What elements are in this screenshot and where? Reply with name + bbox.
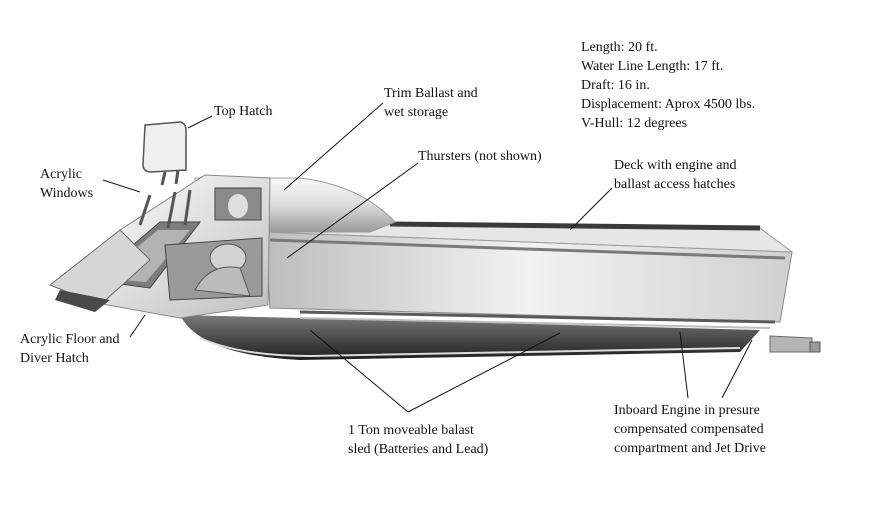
deck-rail	[389, 221, 761, 231]
label-deck-2: ballast access hatches	[614, 177, 736, 192]
keel-stripe	[199, 337, 741, 358]
spec-v-hull: V-Hull: 12 degrees	[581, 116, 688, 131]
spec-draft: Draft: 16 in.	[581, 78, 650, 93]
label-engine-2: compensated compensated	[614, 422, 764, 437]
label-acrylic-windows-1: Acrylic	[40, 167, 82, 182]
label-deck-1: Deck with engine and	[614, 158, 737, 173]
label-thrusters: Thursters (not shown)	[418, 149, 542, 164]
label-ballast-sled-2: sled (Batteries and Lead)	[348, 442, 489, 457]
label-trim-ballast-2: wet storage	[384, 105, 449, 120]
label-acrylic-windows-2: Windows	[40, 186, 94, 201]
label-acrylic-floor-1: Acrylic Floor and	[20, 332, 120, 347]
label-engine-3: compartment and Jet Drive	[614, 441, 767, 456]
spec-waterline-length: Water Line Length: 17 ft.	[581, 59, 724, 74]
label-ballast-sled-1: 1 Ton moveable balast	[348, 423, 474, 438]
top-hatch	[142, 121, 187, 173]
spec-length: Length: 20 ft.	[581, 40, 658, 55]
label-engine-1: Inboard Engine in presure	[614, 403, 760, 418]
lower-rail	[299, 310, 776, 324]
leader-lines	[102, 102, 753, 413]
spec-displacement: Displacement: Aprox 4500 lbs.	[581, 97, 756, 112]
label-top-hatch: Top Hatch	[214, 104, 273, 119]
lower-hull	[180, 315, 760, 360]
jet-drive	[769, 335, 813, 353]
label-acrylic-floor-2: Diver Hatch	[20, 351, 89, 366]
upper-rail	[269, 238, 786, 260]
label-trim-ballast-1: Trim Ballast and	[384, 86, 478, 101]
